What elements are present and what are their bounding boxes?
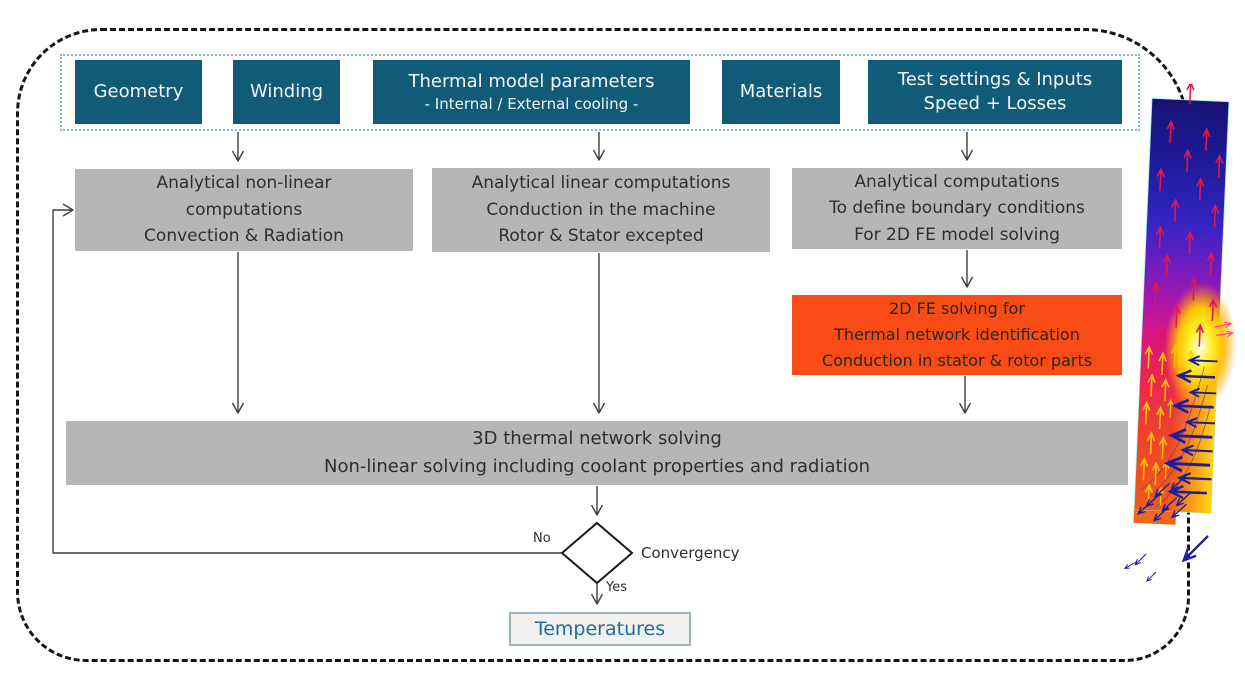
process-box-3d-network-solving: 3D thermal network solving Non-linear so… xyxy=(66,421,1128,485)
fe2d-line1: 2D FE solving for xyxy=(889,299,1025,318)
input-box-materials-label: Materials xyxy=(739,81,823,102)
fe-thermal-plot xyxy=(1123,84,1237,584)
nonlinear-line3: Convection & Radiation xyxy=(144,226,344,247)
process-box-analytical-boundary: Analytical computations To define bounda… xyxy=(792,168,1122,249)
inputs-group-container xyxy=(60,54,1140,131)
network3d-line2: Non-linear solving including coolant pro… xyxy=(324,456,870,477)
output-box-temperatures: Temperatures xyxy=(509,612,691,646)
linear-line1: Analytical linear computations xyxy=(471,173,731,194)
thermal-params-line1: Thermal model parameters xyxy=(408,71,655,92)
network3d-line1: 3D thermal network solving xyxy=(472,428,722,449)
process-box-analytical-nonlinear: Analytical non-linear computations Conve… xyxy=(75,169,413,251)
test-settings-line1: Test settings & Inputs xyxy=(897,69,1093,90)
input-box-winding: Winding xyxy=(233,60,340,124)
input-box-geometry: Geometry xyxy=(75,60,202,124)
test-settings-line2: Speed + Losses xyxy=(923,93,1067,114)
input-box-geometry-label: Geometry xyxy=(93,81,184,102)
temperatures-label: Temperatures xyxy=(534,618,666,640)
fe2d-line3: Conduction in stator & rotor parts xyxy=(821,351,1093,370)
boundary-line3: For 2D FE model solving xyxy=(854,224,1060,245)
input-box-test-settings: Test settings & Inputs Speed + Losses xyxy=(868,60,1122,124)
stray-arrows xyxy=(1123,530,1214,584)
input-box-materials: Materials xyxy=(722,60,840,124)
boundary-line1: Analytical computations xyxy=(854,171,1060,192)
nonlinear-line1: Analytical non-linear xyxy=(156,173,332,194)
process-box-2d-fe-solving: 2D FE solving for Thermal network identi… xyxy=(792,295,1122,375)
process-box-analytical-linear: Analytical linear computations Conductio… xyxy=(432,168,770,252)
linear-line2: Conduction in the machine xyxy=(486,199,716,220)
decision-yes-label: Yes xyxy=(606,580,627,595)
nonlinear-line2: computations xyxy=(185,199,303,220)
decision-convergency-label: Convergency xyxy=(641,544,740,562)
boundary-line2: To define boundary conditions xyxy=(829,198,1085,219)
thermal-params-line2: - Internal / External cooling - xyxy=(424,95,639,113)
linear-line3: Rotor & Stator excepted xyxy=(498,226,704,247)
input-box-winding-label: Winding xyxy=(249,81,324,102)
input-box-thermal-model-parameters: Thermal model parameters - Internal / Ex… xyxy=(373,60,690,124)
fe2d-line2: Thermal network identification xyxy=(834,325,1080,344)
decision-no-label: No xyxy=(533,531,551,546)
